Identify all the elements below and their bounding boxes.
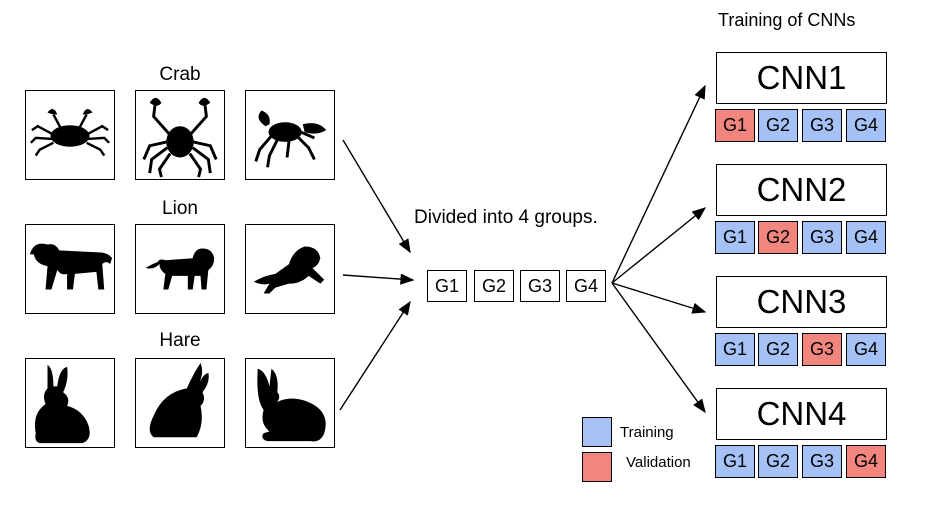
- category-label-crab: Crab: [159, 64, 201, 85]
- cnn3-group-cell-g2: G2: [758, 333, 798, 366]
- legend-validation-label: Validation: [626, 454, 691, 471]
- cnn2-group-cell-g1: G1: [715, 221, 755, 254]
- cnn1-group-cell-g1: G1: [715, 109, 755, 142]
- lion-image-2: [135, 224, 225, 314]
- cnn4-group-cell-g3: G3: [802, 445, 842, 478]
- cnn1-group-cell-g4: G4: [846, 109, 886, 142]
- cnn4-group-cell-g4: G4: [846, 445, 886, 478]
- hare-icon: [257, 368, 326, 442]
- crab-icon: [254, 110, 327, 168]
- lion-icon: [145, 248, 215, 290]
- arrow-lion-to-groups: [342, 273, 415, 285]
- crab-image-2: [135, 90, 225, 180]
- cnn1-box: CNN1: [716, 52, 887, 104]
- cnn2-group-cell-g3: G3: [802, 221, 842, 254]
- hare-icon: [34, 364, 90, 444]
- cnn4-group-cell-g1: G1: [715, 445, 755, 478]
- cnn2-box: CNN2: [716, 164, 887, 216]
- group-box-g4: G4: [566, 270, 606, 302]
- category-label-lion: Lion: [162, 198, 198, 219]
- legend-validation-swatch: [582, 452, 612, 482]
- cnn4-box: CNN4: [716, 388, 887, 440]
- lion-image-1: [25, 224, 115, 314]
- cnn3-group-cell-g3: G3: [802, 333, 842, 366]
- lion-icon: [253, 246, 325, 294]
- arrow-to-cnn3: [611, 282, 707, 314]
- group-box-g3: G3: [520, 270, 560, 302]
- training-title: Training of CNNs: [718, 10, 856, 30]
- crab-icon: [30, 109, 110, 157]
- arrow-to-cnn4: [611, 282, 706, 414]
- arrow-crab-to-groups: [342, 139, 411, 254]
- cnn3-group-cell-g4: G4: [846, 333, 886, 366]
- hare-icon: [149, 362, 209, 438]
- group-box-g2: G2: [474, 270, 514, 302]
- divided-label: Divided into 4 groups.: [414, 207, 598, 228]
- hare-image-1: [25, 358, 115, 448]
- category-label-hare: Hare: [159, 330, 201, 351]
- cnn2-group-cell-g4: G4: [846, 221, 886, 254]
- hare-image-3: [245, 358, 335, 448]
- crab-image-1: [25, 90, 115, 180]
- lion-image-3: [245, 224, 335, 314]
- crab-icon: [142, 97, 218, 178]
- hare-image-2: [135, 358, 225, 448]
- cnn3-group-cell-g1: G1: [715, 333, 755, 366]
- arrow-to-cnn1: [611, 84, 706, 284]
- crab-image-3: [245, 90, 335, 180]
- cnn3-box: CNN3: [716, 276, 887, 328]
- group-box-g1: G1: [427, 270, 467, 302]
- cnn2-group-cell-g2: G2: [758, 221, 798, 254]
- lion-icon: [29, 243, 113, 290]
- arrow-to-cnn2: [611, 207, 707, 284]
- arrow-hare-to-groups: [339, 300, 411, 411]
- legend-training-label: Training: [620, 424, 674, 441]
- cnn4-group-cell-g2: G2: [758, 445, 798, 478]
- legend-training-swatch: [582, 417, 612, 447]
- cnn1-group-cell-g3: G3: [802, 109, 842, 142]
- cnn1-group-cell-g2: G2: [758, 109, 798, 142]
